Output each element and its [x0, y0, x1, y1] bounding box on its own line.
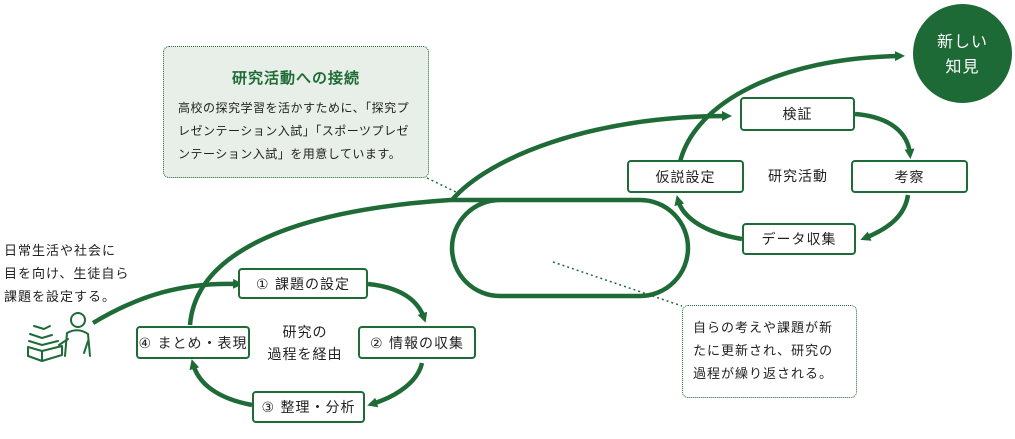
arrow-step1-to-step2	[367, 281, 428, 323]
arrow-to-new-knowledge	[677, 51, 905, 163]
intro-text: 日常生活や社会に 目を向け、生徒自ら 課題を設定する。	[4, 244, 130, 305]
arrow-step2-to-step3	[367, 362, 425, 408]
arrow-data-to-kasetsu	[674, 195, 743, 242]
connect-note: 研究活動への接続 高校の探究学習を活かすために、「探究プレゼンテーション入試」「…	[163, 46, 429, 178]
step-4-box: ④ まとめ・表現	[136, 326, 250, 359]
connect-note-body: 高校の探究学習を活かすために、「探究プレゼンテーション入試」「スポーツプレゼンテ…	[178, 101, 410, 161]
connection-loop	[187, 197, 691, 326]
connect-note-title: 研究活動への接続	[231, 69, 360, 87]
step-1-box: ① 課題の設定	[238, 268, 368, 299]
outer-cycle-center-label: 研究活動	[768, 169, 828, 185]
inner-cycle-center-label: 研究の 過程を経由	[267, 325, 343, 363]
new-knowledge-circle: 新しい 知見	[913, 4, 1012, 103]
hypothesis-box: 仮説設定	[627, 160, 744, 193]
arrow-to-kensho	[450, 111, 732, 202]
step-3-box: ③ 整理・分析	[252, 391, 365, 423]
kensho-box: 検証	[740, 97, 855, 131]
repeat-note-body: 自らの考えや課題が新 たに更新され、研究の 過程が繰り返される。	[693, 321, 834, 382]
step-2-box: ② 情報の収集	[358, 326, 476, 359]
arrow-to-step1	[91, 278, 243, 325]
arrow-kensho-to-kosatsu	[854, 111, 915, 159]
student-reading-icon	[27, 312, 91, 362]
repeat-note: 自らの考えや課題が新 たに更新され、研究の 過程が繰り返される。	[682, 305, 857, 398]
kosatsu-box: 考察	[851, 160, 968, 193]
data-collection-box: データ収集	[742, 223, 856, 255]
connector-line-note	[426, 177, 459, 194]
arrow-kosatsu-to-data	[860, 194, 911, 241]
arrow-step3-to-step4	[189, 359, 253, 408]
connector-line-repeat	[552, 261, 683, 307]
